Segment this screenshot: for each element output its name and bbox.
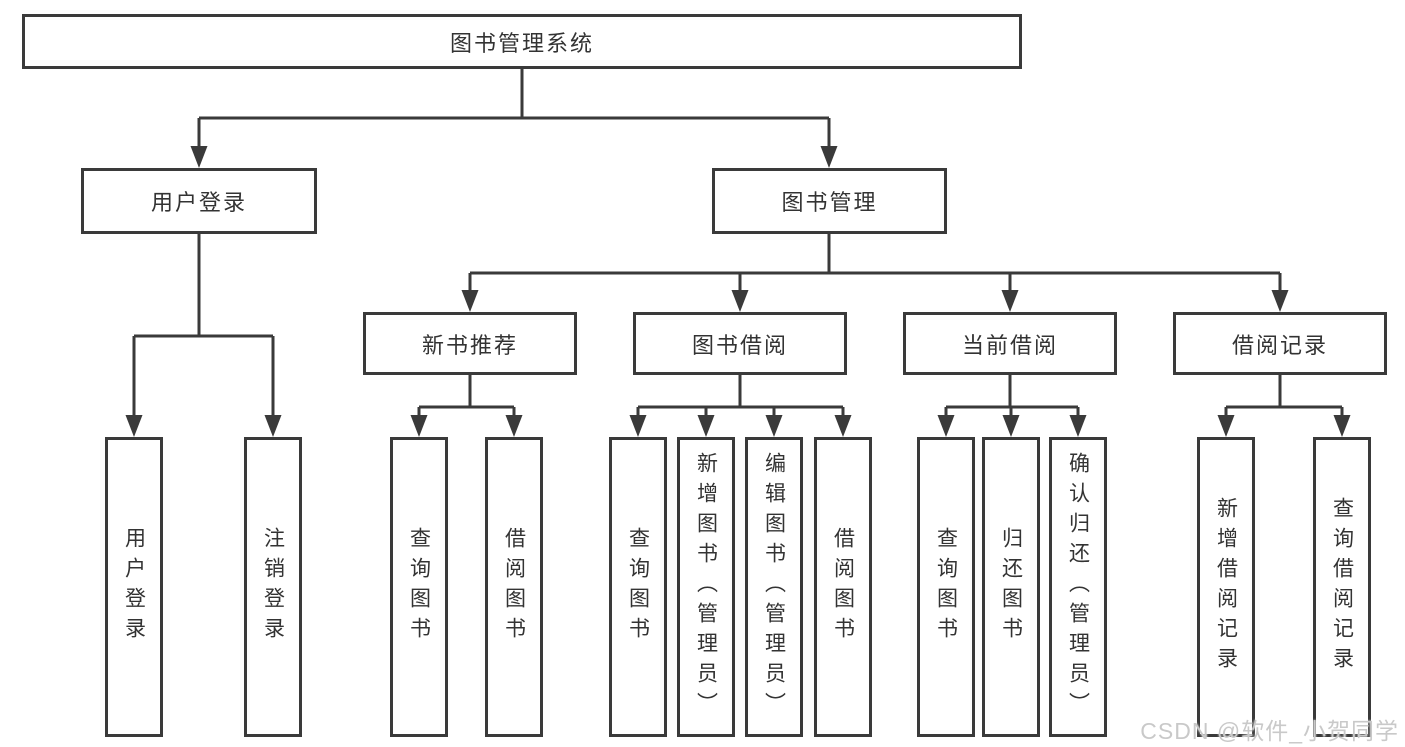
leaf-query-books-borrowing: 查询图书	[609, 437, 667, 737]
arrowheads	[125, 146, 1351, 437]
node-current-borrowing: 当前借阅	[903, 312, 1117, 375]
connector-current-borrow-to-leaves	[944, 375, 1080, 419]
leaf-query-books-recommend: 查询图书	[390, 437, 448, 737]
leaf-label: 编辑图书（管理员）	[762, 452, 786, 722]
connector-root-to-level2	[197, 69, 831, 150]
node-label: 新书推荐	[421, 332, 518, 358]
node-user-login: 用户登录	[81, 168, 317, 234]
node-library-management-system: 图书管理系统	[22, 14, 1022, 69]
node-label: 借阅记录	[1231, 332, 1328, 358]
node-new-book-recommendation: 新书推荐	[363, 312, 577, 375]
leaf-label: 查询图书	[626, 527, 650, 647]
leaf-user-login: 用户登录	[105, 437, 163, 737]
connector-user-login-to-leaves	[132, 234, 275, 419]
connector-book-mgmt-to-level3	[468, 234, 1282, 294]
leaf-label: 借阅图书	[831, 527, 855, 647]
leaf-label: 归还图书	[999, 527, 1023, 647]
leaf-label: 新增借阅记录	[1214, 497, 1238, 677]
leaf-label: 查询借阅记录	[1330, 497, 1354, 677]
leaf-borrow-books-recommend: 借阅图书	[485, 437, 543, 737]
node-book-management: 图书管理	[712, 168, 947, 234]
node-label: 图书借阅	[691, 332, 788, 358]
leaf-confirm-return-admin: 确认归还（管理员）	[1049, 437, 1107, 737]
connector-book-borrow-to-leaves	[636, 375, 845, 419]
leaf-label: 新增图书（管理员）	[694, 452, 718, 722]
leaf-label: 确认归还（管理员）	[1066, 452, 1090, 722]
leaf-label: 查询图书	[407, 527, 431, 647]
leaf-add-borrow-record: 新增借阅记录	[1197, 437, 1255, 737]
connector-borrow-record-to-leaves	[1224, 375, 1344, 419]
leaf-logout-login: 注销登录	[244, 437, 302, 737]
leaf-return-book: 归还图书	[982, 437, 1040, 737]
leaf-query-borrow-record: 查询借阅记录	[1313, 437, 1371, 737]
node-book-borrowing: 图书借阅	[633, 312, 847, 375]
leaf-label: 查询图书	[934, 527, 958, 647]
leaf-label: 注销登录	[261, 527, 285, 647]
leaf-label: 用户登录	[122, 527, 146, 647]
node-label: 图书管理系统	[449, 30, 594, 56]
csdn-watermark: CSDN @软件_小贺同学	[1140, 718, 1399, 744]
leaf-label: 借阅图书	[502, 527, 526, 647]
node-label: 当前借阅	[961, 332, 1058, 358]
connector-new-book-to-leaves	[417, 375, 516, 419]
node-label: 图书管理	[781, 190, 878, 215]
node-label: 用户登录	[150, 190, 247, 215]
node-borrowing-records: 借阅记录	[1173, 312, 1387, 375]
leaf-edit-book-admin: 编辑图书（管理员）	[745, 437, 803, 737]
leaf-borrow-books-borrowing: 借阅图书	[814, 437, 872, 737]
leaf-query-books-current: 查询图书	[917, 437, 975, 737]
leaf-add-book-admin: 新增图书（管理员）	[677, 437, 735, 737]
